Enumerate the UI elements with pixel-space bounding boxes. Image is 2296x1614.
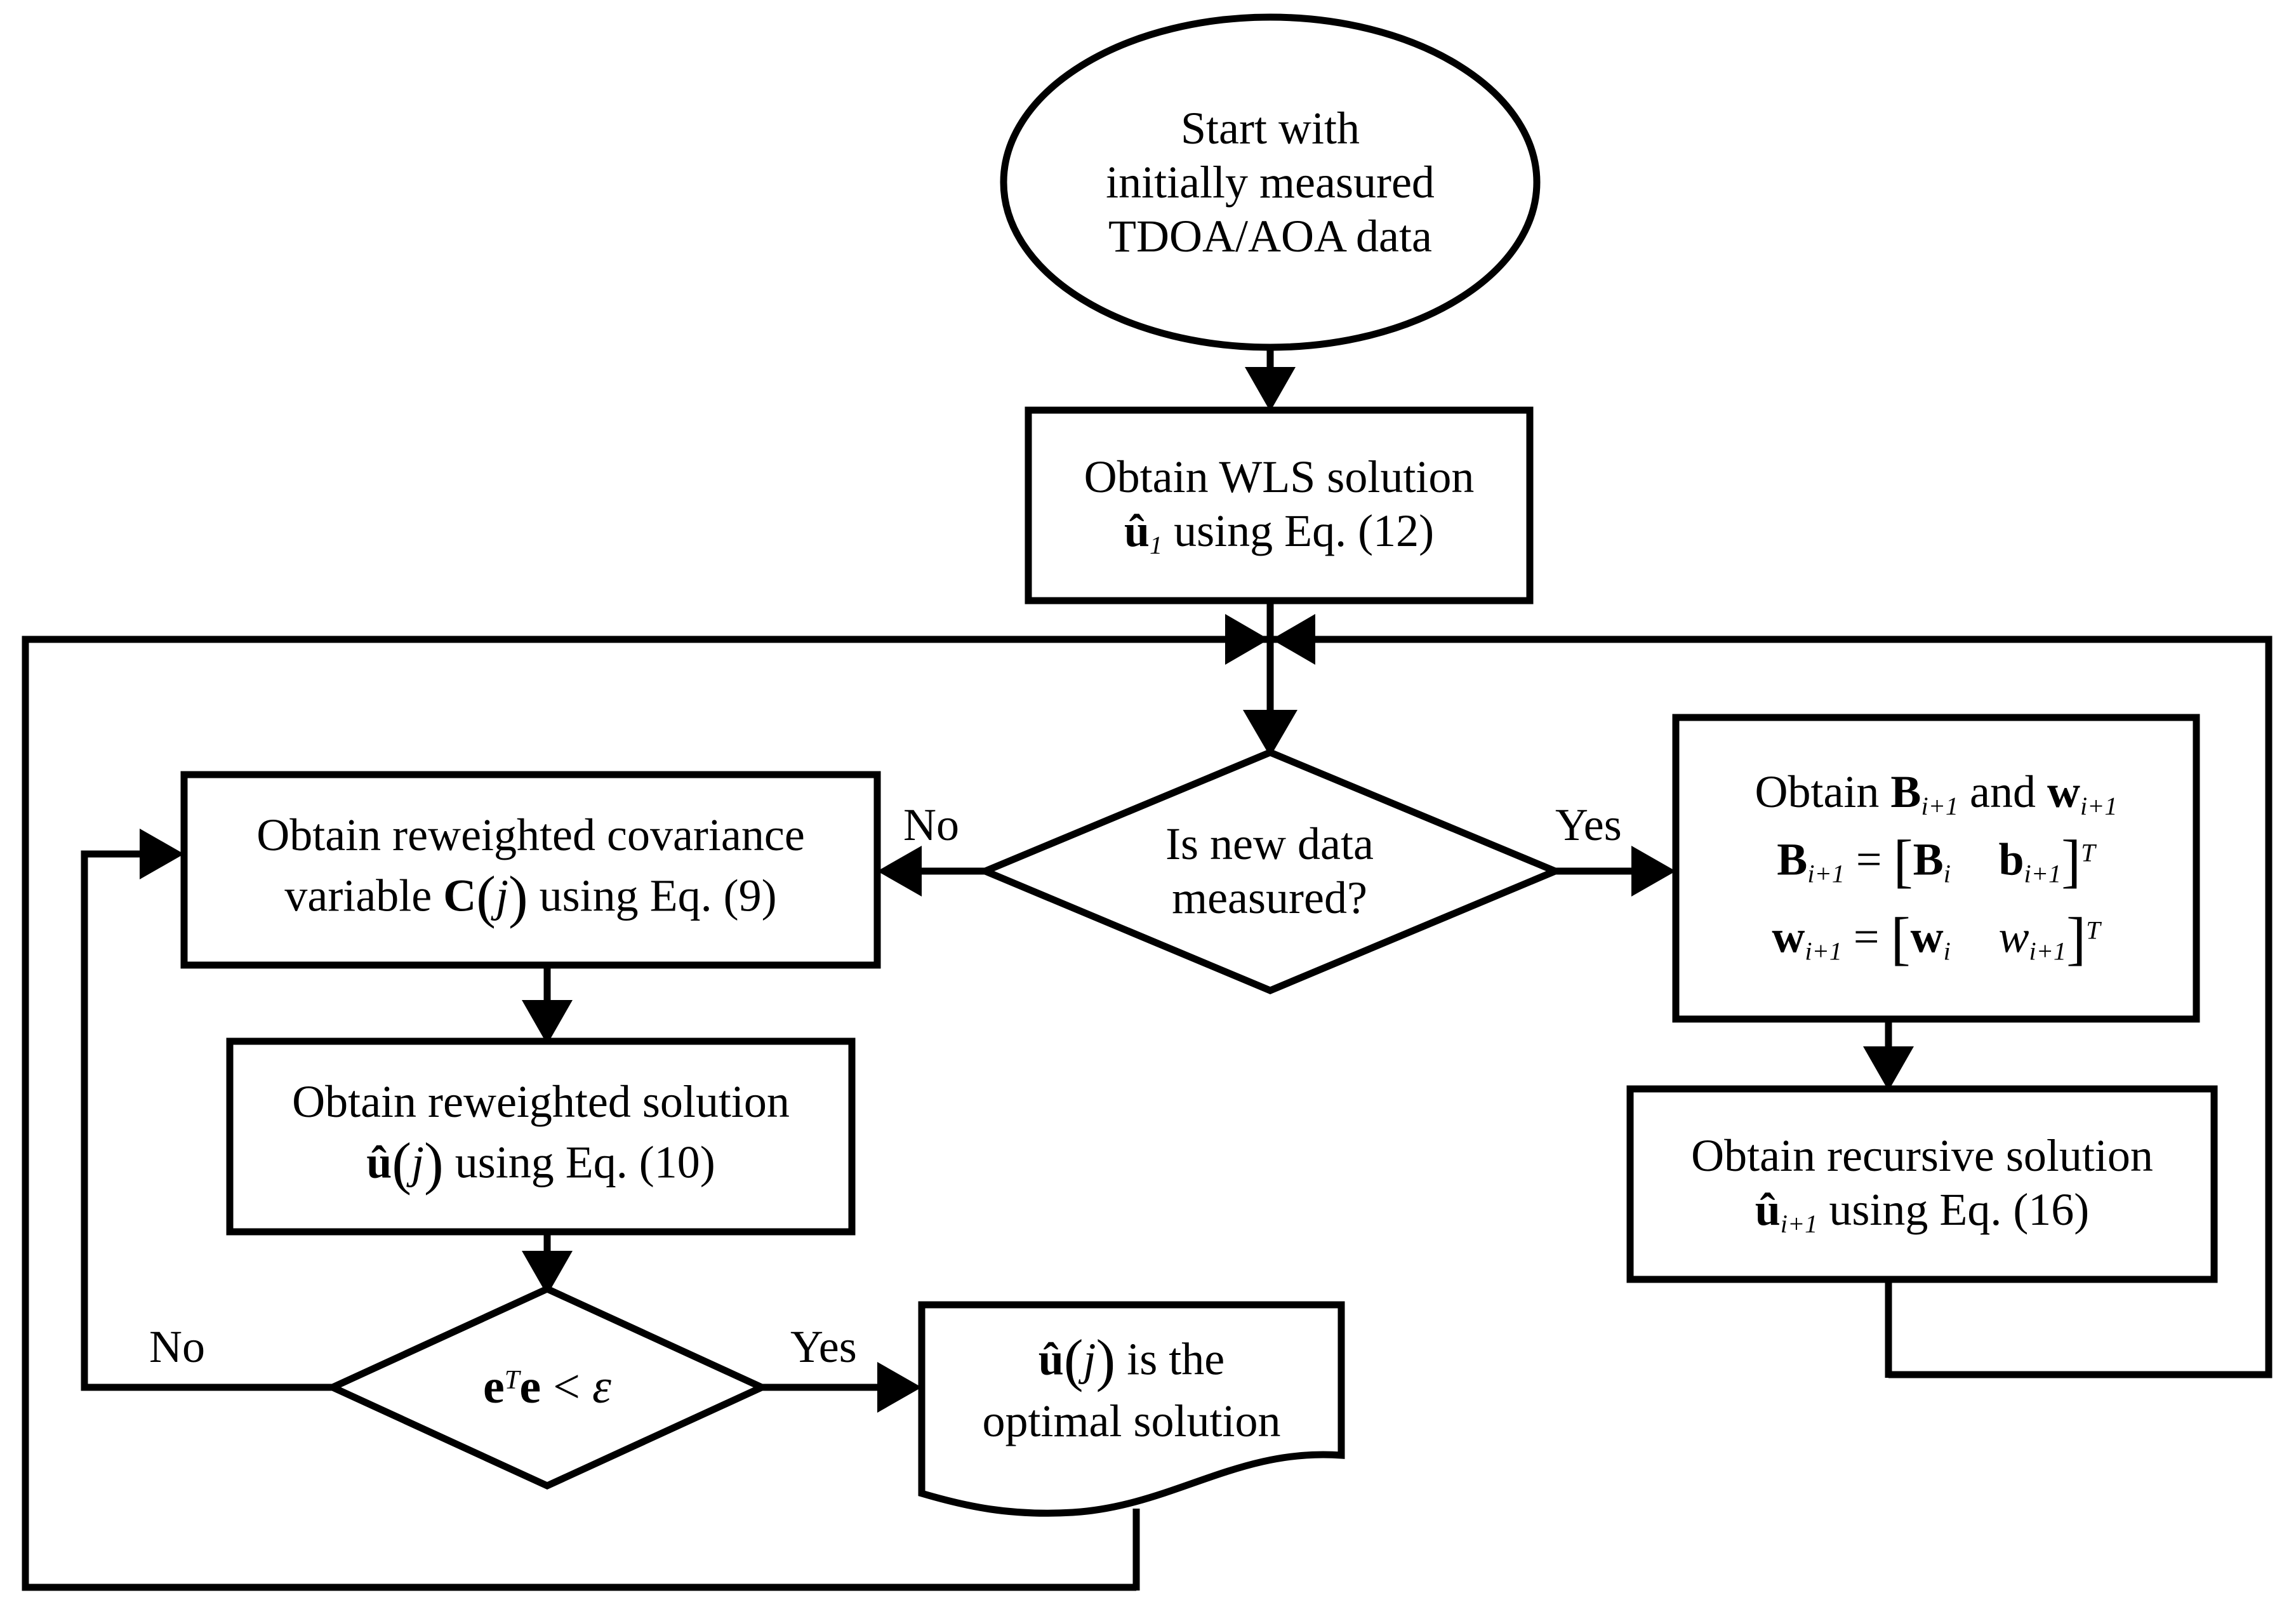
arrowhead-decision-no	[877, 846, 922, 897]
optimal-solution-output-shape	[918, 1301, 1345, 1517]
is-new-data-measured-shape	[976, 749, 1565, 994]
error-threshold-test-shape	[324, 1284, 771, 1490]
arrowhead-eps-yes	[877, 1362, 922, 1413]
obtain-reweighted-solution-shape	[226, 1037, 856, 1236]
outer-loop-frame-right	[1241, 636, 2273, 1378]
arrowhead-wls-to-decision	[1243, 710, 1297, 757]
arrowhead-loop-join-right	[1271, 614, 1315, 665]
arrowhead-loop-join-left	[1225, 614, 1269, 665]
obtain-b-and-w-shape	[1672, 714, 2200, 1023]
obtain-reweighted-covariance-shape	[180, 771, 881, 969]
arrowhead-eps-no-loopback	[140, 829, 184, 879]
arrowhead-decision-yes	[1631, 846, 1676, 897]
edge-eps-no-loopback	[81, 850, 333, 1391]
arrowhead-start-to-wls	[1245, 367, 1296, 411]
outer-loop-frame	[22, 636, 1235, 1591]
obtain-wls-solution-shape	[1025, 406, 1534, 604]
arrowhead-reweighted-to-eps	[522, 1251, 573, 1295]
obtain-recursive-solution-shape	[1626, 1085, 2218, 1283]
arrowhead-bw-to-recursive	[1863, 1046, 1914, 1091]
arrowhead-covariance-to-reweighted	[522, 1000, 573, 1044]
start-terminator-shape	[1000, 13, 1541, 351]
